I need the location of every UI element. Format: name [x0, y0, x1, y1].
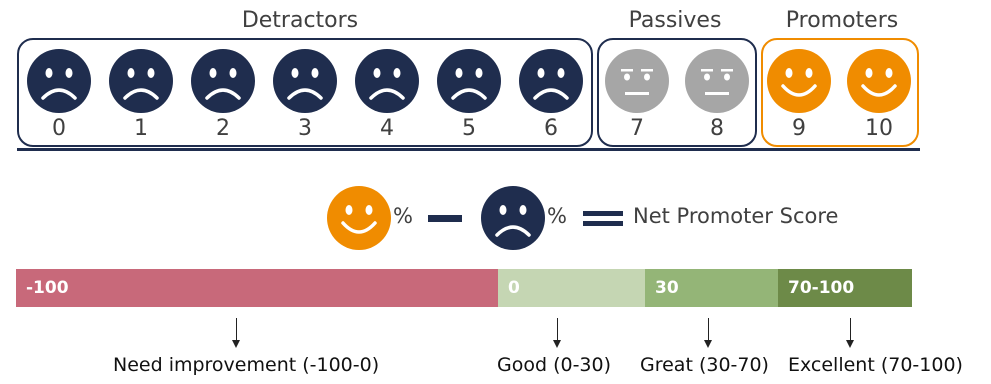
score-label: 9: [792, 116, 806, 141]
arrow-head: [553, 340, 561, 348]
scale-segment-great: 30: [645, 269, 778, 307]
sad-face-icon: [108, 48, 174, 114]
neutral-face-icon: [604, 48, 670, 114]
promoter-percent-sign: %: [393, 204, 413, 228]
scale-baseline: [17, 148, 920, 151]
score-label: 3: [298, 116, 312, 141]
minus-sign: [428, 215, 462, 222]
detractor-percent-sign: %: [547, 204, 567, 228]
happy-face-icon: [326, 185, 392, 251]
arrow-need-improvement: [236, 318, 237, 342]
label-great: Great (30-70): [640, 354, 769, 376]
label-need-improvement: Need improvement (-100-0): [113, 354, 380, 376]
scale-segment-excellent: 70-100: [778, 269, 912, 307]
detractors-box: [17, 38, 593, 147]
score-label: 2: [216, 116, 230, 141]
score-label: 0: [52, 116, 66, 141]
scale-segment-good: 0: [498, 269, 645, 307]
neutral-face-icon: [684, 48, 750, 114]
sad-face-icon: [272, 48, 338, 114]
scale-segment-need-improvement: -100: [16, 269, 498, 307]
arrow-excellent: [850, 318, 851, 342]
happy-face-icon: [766, 48, 832, 114]
equals-sign-top: [583, 211, 623, 216]
sad-face-icon: [26, 48, 92, 114]
sad-face-icon: [354, 48, 420, 114]
score-label: 4: [380, 116, 394, 141]
score-label: 1: [134, 116, 148, 141]
happy-face-icon: [846, 48, 912, 114]
passives-box: [597, 38, 757, 147]
label-good: Good (0-30): [497, 354, 612, 376]
arrow-head: [846, 340, 854, 348]
score-label: 7: [630, 116, 644, 141]
equals-sign-bottom: [583, 221, 623, 226]
sad-face-icon: [480, 185, 546, 251]
detractors-title: Detractors: [241, 8, 359, 33]
score-label: 8: [710, 116, 724, 141]
score-label: 6: [544, 116, 558, 141]
promoters-title: Promoters: [785, 8, 899, 33]
arrow-great: [708, 318, 709, 342]
sad-face-icon: [518, 48, 584, 114]
score-label: 5: [462, 116, 476, 141]
label-excellent: Excellent (70-100): [788, 354, 963, 376]
arrow-head: [704, 340, 712, 348]
sad-face-icon: [190, 48, 256, 114]
sad-face-icon: [436, 48, 502, 114]
score-label: 10: [865, 116, 893, 141]
promoters-box: [761, 38, 919, 147]
arrow-head: [232, 340, 240, 348]
passives-title: Passives: [628, 8, 722, 33]
net-promoter-score-label: Net Promoter Score: [633, 204, 839, 228]
arrow-good: [557, 318, 558, 342]
